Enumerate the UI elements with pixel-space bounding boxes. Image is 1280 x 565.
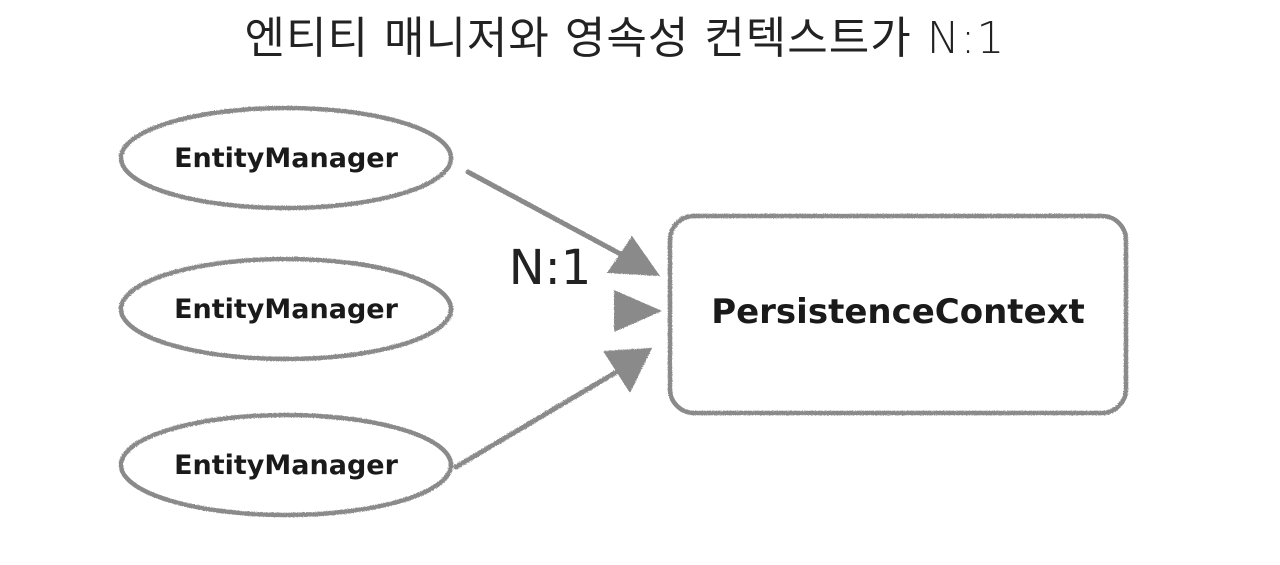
persistence-context-box	[667, 213, 1129, 416]
entity-manager-node: EntityManager	[118, 256, 454, 362]
entity-manager-ellipse	[118, 412, 454, 518]
entity-manager-ellipse	[118, 256, 454, 362]
arrow-shaft	[453, 364, 628, 470]
entity-manager-label: EntityManager	[174, 294, 399, 325]
entity-manager-ellipse	[118, 105, 454, 211]
entity-manager-label: EntityManager	[174, 143, 399, 174]
arrowhead-icon	[614, 290, 662, 332]
relation-label: N:1	[509, 240, 592, 296]
persistence-context-label: PersistenceContext	[711, 292, 1085, 332]
persistence-context-node: PersistenceContext	[667, 213, 1129, 416]
arrow-connector	[465, 169, 660, 276]
arrow-connector	[453, 348, 652, 470]
diagram-title: 엔티티 매니저와 영속성 컨텍스트가 N:1	[244, 13, 1006, 64]
entity-manager-node: EntityManager	[118, 412, 454, 518]
arrowhead-icon	[603, 348, 652, 393]
entity-manager-node: EntityManager	[118, 105, 454, 211]
arrow-shaft	[465, 169, 629, 260]
arrow-connector	[465, 290, 662, 332]
entity-manager-label: EntityManager	[174, 450, 399, 481]
arrowhead-icon	[607, 236, 660, 276]
